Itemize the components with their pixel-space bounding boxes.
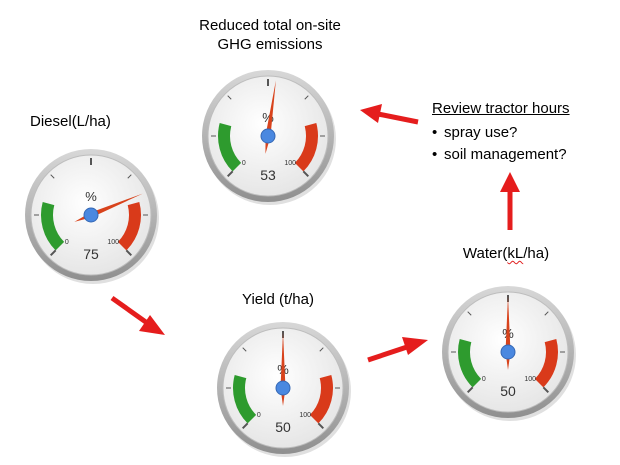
- ghg-max-label: 100: [284, 160, 296, 167]
- water-title-unit: kL: [507, 245, 524, 262]
- water-tick-2: [467, 311, 472, 316]
- yield-green-zone: [233, 375, 257, 424]
- arrow-diesel-to-yield: [110, 295, 165, 335]
- yield-value-readout: 50: [275, 419, 291, 435]
- water-title-suffix: /ha): [523, 245, 550, 262]
- arrow-review-to-ghg: [360, 104, 419, 125]
- yield-tick-2: [242, 347, 247, 352]
- water-tick-4: [544, 311, 549, 316]
- ghg-tick-2: [227, 95, 232, 100]
- ghg-min-label: 0: [242, 160, 246, 167]
- review-list: spray use? soil management?: [432, 122, 617, 166]
- ghg-green-zone: [218, 123, 242, 172]
- diesel-max-label: 100: [107, 239, 119, 246]
- diesel-gauge-title: Diesel(L/ha): [30, 112, 160, 131]
- ghg-needle-hub: [260, 128, 276, 144]
- ghg-value-readout: 53: [260, 167, 276, 183]
- diesel-title-unit: (L/ha): [71, 113, 111, 130]
- ghg-tick-0: [226, 170, 234, 178]
- yield-red-zone: [309, 375, 333, 424]
- yield-min-label: 0: [257, 412, 261, 419]
- arrow-yield-to-water: [367, 337, 428, 363]
- review-item-spray: spray use?: [432, 122, 617, 144]
- ghg-gauge-title: Reduced total on-site GHG emissions: [160, 16, 380, 54]
- diesel-percent-label: %: [85, 189, 97, 204]
- ghg-title-line1: Reduced total on-site: [199, 17, 341, 34]
- ghg-tick-6: [302, 170, 310, 178]
- diesel-title-prefix: Diesel: [30, 113, 72, 130]
- water-needle-hub: [500, 344, 516, 360]
- review-note: Review tractor hours spray use? soil man…: [432, 98, 617, 166]
- diesel-needle-hub: [83, 207, 99, 223]
- diesel-tick-0: [49, 249, 57, 257]
- diesel-green-zone: [41, 202, 65, 251]
- water-tick-0: [466, 386, 474, 394]
- diesel-tick-4: [127, 174, 132, 179]
- diesel-red-zone: [117, 202, 141, 251]
- review-item-soil: soil management?: [432, 144, 617, 166]
- water-min-label: 0: [482, 376, 486, 383]
- water-title-prefix: Water(: [462, 245, 508, 262]
- diesel-value-readout: 75: [83, 246, 99, 262]
- water-max-label: 100: [524, 376, 536, 383]
- review-title: Review tractor hours: [432, 100, 570, 117]
- yield-needle-hub: [275, 380, 291, 396]
- water-value-readout: 50: [500, 383, 516, 399]
- yield-tick-0: [241, 422, 249, 430]
- diesel-gauge: 0 100% 75: [25, 149, 159, 284]
- arrow-water-to-review: [500, 172, 520, 230]
- ghg-tick-4: [304, 95, 309, 100]
- diesel-min-label: 0: [65, 239, 69, 246]
- yield-tick-6: [317, 422, 325, 430]
- diesel-tick-2: [50, 174, 55, 179]
- water-red-zone: [534, 339, 558, 388]
- ghg-title-line2: GHG emissions: [217, 36, 323, 53]
- water-gauge-title: Water(kL/ha): [436, 244, 576, 263]
- water-tick-6: [542, 386, 550, 394]
- water-green-zone: [458, 339, 482, 388]
- yield-max-label: 100: [299, 412, 311, 419]
- ghg-red-zone: [294, 123, 318, 172]
- yield-gauge-title: Yield (t/ha): [242, 291, 314, 308]
- diesel-tick-6: [125, 249, 133, 257]
- yield-tick-4: [319, 347, 324, 352]
